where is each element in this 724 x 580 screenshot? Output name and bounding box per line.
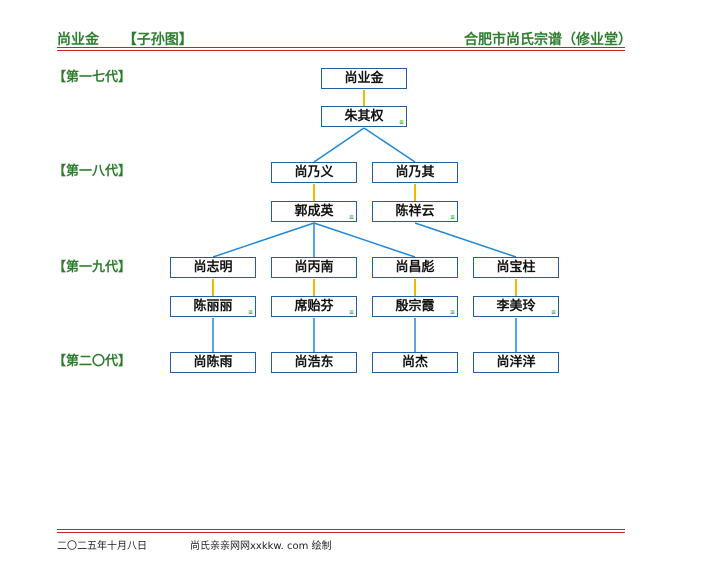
spouse-marker-icon: ≡ <box>348 214 354 221</box>
person-name: 尚志明 <box>193 260 233 275</box>
spouse-name: 席贻芬 <box>294 299 334 314</box>
spouse-name: 朱其权 <box>344 109 384 124</box>
spouse-name: 陈丽丽 <box>193 299 233 314</box>
spouse-node[interactable]: 陈祥云 ≡ <box>372 201 458 222</box>
person-node[interactable]: 尚浩东 <box>271 352 357 373</box>
person-name: 尚昌彪 <box>395 260 435 275</box>
spouse-node[interactable]: 朱其权 ≡ <box>321 106 407 127</box>
footer-rule-bottom <box>57 532 625 533</box>
person-node[interactable]: 尚宝柱 <box>473 257 559 278</box>
descent-line <box>414 222 517 258</box>
person-name: 尚洋洋 <box>496 355 536 370</box>
header-rule-top <box>57 47 625 48</box>
generation-label-20: 【第二〇代】 <box>53 354 132 369</box>
footer-rule-top <box>57 529 625 530</box>
descent-line <box>313 127 365 163</box>
spouse-marker-icon: ≡ <box>398 119 404 126</box>
spouse-name: 李美玲 <box>496 299 536 314</box>
person-node[interactable]: 尚乃其 <box>372 162 458 183</box>
person-name: 尚乃其 <box>395 165 435 180</box>
spouse-name: 陈祥云 <box>395 204 435 219</box>
person-node[interactable]: 尚志明 <box>170 257 256 278</box>
header-section-label: 【子孙图】 <box>122 32 193 48</box>
person-name: 尚丙南 <box>294 260 334 275</box>
generation-label-19: 【第一九代】 <box>53 260 132 275</box>
header-title: 尚业金 【子孙图】 <box>57 29 193 49</box>
footer-credit: 尚氏亲亲网网xxkkw. com 绘制 <box>190 541 332 552</box>
spouse-marker-icon: ≡ <box>247 309 253 316</box>
spouse-node[interactable]: 郭成英 ≡ <box>271 201 357 222</box>
person-node[interactable]: 尚业金 <box>321 68 407 89</box>
person-node[interactable]: 尚陈雨 <box>170 352 256 373</box>
spouse-name: 郭成英 <box>294 204 334 219</box>
spouse-marker-icon: ≡ <box>348 309 354 316</box>
person-name: 尚宝柱 <box>496 260 536 275</box>
header-rule-bottom <box>57 50 625 51</box>
person-node[interactable]: 尚乃义 <box>271 162 357 183</box>
person-node[interactable]: 尚昌彪 <box>372 257 458 278</box>
header-person-name: 尚业金 <box>57 32 99 48</box>
person-node[interactable]: 尚丙南 <box>271 257 357 278</box>
spouse-marker-icon: ≡ <box>550 309 556 316</box>
generation-label-18: 【第一八代】 <box>53 164 132 179</box>
descent-line <box>212 222 315 258</box>
genealogy-title: 合肥市尚氏宗谱（修业堂） <box>464 32 632 48</box>
spouse-node[interactable]: 席贻芬 ≡ <box>271 296 357 317</box>
footer-date: 二〇二五年十月八日 <box>57 541 147 552</box>
person-name: 尚杰 <box>401 355 428 370</box>
spouse-node[interactable]: 李美玲 ≡ <box>473 296 559 317</box>
person-node[interactable]: 尚洋洋 <box>473 352 559 373</box>
spouse-marker-icon: ≡ <box>449 214 455 221</box>
person-name: 尚浩东 <box>294 355 334 370</box>
person-name: 尚乃义 <box>294 165 334 180</box>
spouse-marker-icon: ≡ <box>449 309 455 316</box>
spouse-node[interactable]: 陈丽丽 ≡ <box>170 296 256 317</box>
person-node[interactable]: 尚杰 <box>372 352 458 373</box>
spouse-name: 殷宗霞 <box>395 299 435 314</box>
spouse-node[interactable]: 殷宗霞 ≡ <box>372 296 458 317</box>
descent-line <box>313 222 416 258</box>
descent-line <box>363 127 416 163</box>
person-name: 尚业金 <box>344 71 384 86</box>
person-name: 尚陈雨 <box>193 355 233 370</box>
generation-label-17: 【第一七代】 <box>53 70 132 85</box>
